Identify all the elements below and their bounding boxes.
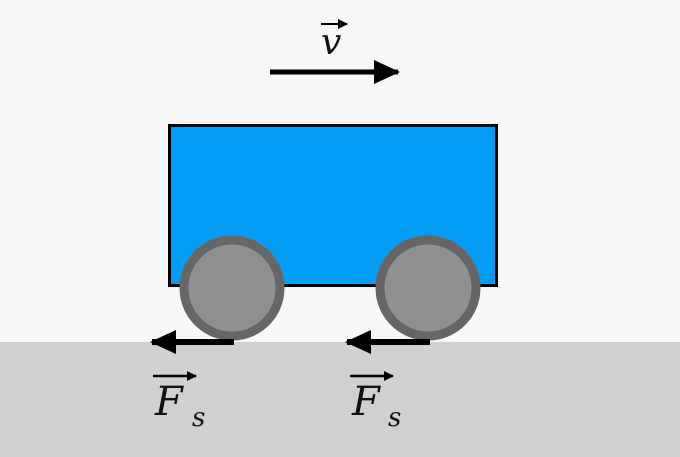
friction-subscript-left: s	[192, 403, 206, 433]
ground	[0, 342, 680, 457]
wheel-left	[179, 235, 285, 341]
friction-label-left: F	[155, 379, 183, 425]
friction-subscript-right: s	[388, 403, 402, 433]
wheel-right	[375, 235, 481, 341]
velocity-label: v	[321, 22, 342, 63]
friction-label-right: F	[352, 379, 380, 425]
